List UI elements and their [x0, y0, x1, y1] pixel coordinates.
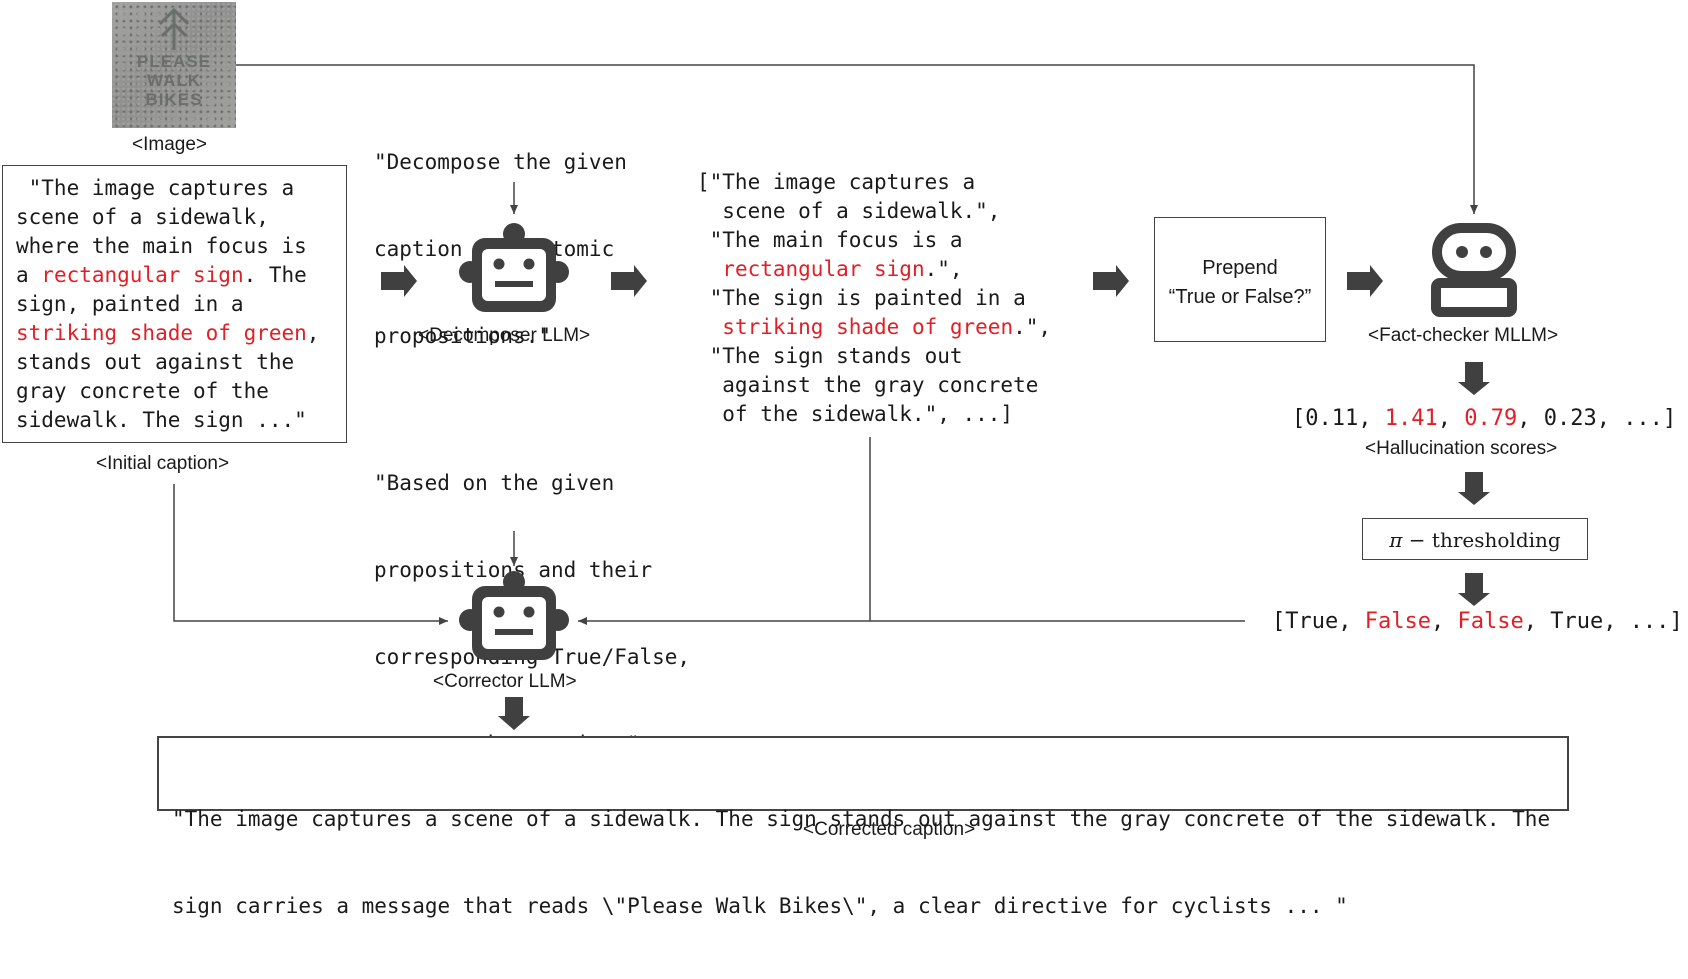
proposition-line: of the sidewalk.", ...] — [697, 400, 1051, 429]
propositions-list: ["The image captures a scene of a sidewa… — [697, 168, 1051, 429]
minus-symbol: − — [1408, 528, 1426, 552]
prepend-question: “True or False?” — [1168, 286, 1312, 308]
pi-symbol: π — [1389, 528, 1403, 552]
initial-caption-segment: stands out against the — [16, 350, 295, 374]
corrector-label: <Corrector LLM> — [433, 671, 577, 692]
initial-caption-box: "The image captures a scene of a sidewalk… — [2, 165, 347, 443]
initial-caption-line: "The image captures a — [16, 174, 319, 203]
score-value-highlight: 1.41 — [1384, 406, 1438, 431]
proposition-segment: "The sign is painted in a — [697, 286, 1026, 310]
corrected-caption-label: <Corrected caption> — [803, 819, 976, 840]
initial-caption-segment: sidewalk. The sign ..." — [16, 408, 307, 432]
initial-caption-segment: where the main focus is — [16, 234, 307, 258]
initial-caption-line: a rectangular sign. The — [16, 261, 319, 290]
block-arrow-down — [1458, 362, 1490, 395]
decomposer-robot-icon — [459, 223, 569, 312]
proposition-segment — [697, 257, 722, 281]
proposition-line: "The sign stands out — [697, 342, 1051, 371]
proposition-segment-highlight: striking shade of green — [722, 315, 1014, 339]
corrected-caption-line: sign carries a message that reads \"Plea… — [172, 894, 1348, 918]
connector-lines — [173, 64, 1490, 730]
block-arrow-down — [1458, 573, 1490, 606]
prepend-text: Prepend — [1202, 257, 1278, 279]
image-to-factchecker-line — [236, 64, 1478, 214]
block-arrow-right — [1093, 265, 1129, 297]
initial-caption-segment-highlight: striking shade of green — [16, 321, 307, 345]
proposition-line: striking shade of green.", — [697, 313, 1051, 342]
thresholding-box: π − thresholding — [1362, 518, 1588, 560]
proposition-line: scene of a sidewalk.", — [697, 197, 1051, 226]
initial-caption-label: <Initial caption> — [96, 453, 230, 474]
initial-caption-segment: scene of a sidewalk, — [16, 205, 269, 229]
initial-caption-segment: , — [306, 321, 320, 345]
proposition-segment: "The sign stands out — [697, 344, 963, 368]
truth-value: True — [1285, 609, 1339, 634]
initial-caption-segment: "The image captures a — [16, 176, 295, 200]
proposition-line: rectangular sign.", — [697, 255, 1051, 284]
initial-caption-line: scene of a sidewalk, — [16, 203, 319, 232]
proposition-segment — [697, 315, 722, 339]
prepend-box: Prepend “True or False?” — [1154, 217, 1326, 342]
proposition-segment-highlight: rectangular sign — [722, 257, 925, 281]
block-arrow-down — [1458, 472, 1490, 505]
image-label: <Image> — [132, 134, 207, 155]
corrector-robot-icon — [459, 571, 569, 660]
walk-sign-arrow-icon — [158, 7, 190, 50]
proposition-segment: against the gray concrete — [697, 373, 1039, 397]
corrected-caption-line: "The image captures a scene of a sidewal… — [172, 807, 1551, 831]
initial-caption-line: sidewalk. The sign ..." — [16, 406, 319, 435]
initial-caption-segment: . The — [243, 263, 307, 287]
truth-value-ellipsis: ... — [1629, 609, 1670, 634]
proposition-segment: scene of a sidewalk.", — [697, 199, 1001, 223]
hallucination-scores-list: [0.11, 1.41, 0.79, 0.23, ...] — [1292, 406, 1677, 431]
block-arrow-down — [498, 697, 530, 730]
fact-checker-label: <Fact-checker MLLM> — [1368, 325, 1559, 346]
block-arrow-right — [611, 265, 647, 297]
truth-value-highlight: False — [1364, 609, 1431, 634]
initial-caption-line: gray concrete of the — [16, 377, 319, 406]
hallucination-scores-label: <Hallucination scores> — [1365, 438, 1558, 459]
photo-text: PLEASE WALK BIKES — [136, 52, 212, 109]
truth-values-list: [True, False, False, True, ...] — [1272, 609, 1683, 634]
proposition-line: against the gray concrete — [697, 371, 1051, 400]
fact-checker-robot-icon — [1431, 223, 1517, 317]
proposition-line: "The sign is painted in a — [697, 284, 1051, 313]
score-value: 0.11 — [1305, 406, 1359, 431]
proposition-segment: .", — [924, 257, 963, 281]
proposition-segment: .", — [1013, 315, 1052, 339]
initial-caption-line: where the main focus is — [16, 232, 319, 261]
initial-caption-segment: sign, painted in a — [16, 292, 244, 316]
initial-caption-line: striking shade of green, — [16, 319, 319, 348]
initial-caption-line: stands out against the — [16, 348, 319, 377]
proposition-segment: ["The image captures a — [697, 170, 976, 194]
block-arrow-right — [381, 265, 417, 297]
proposition-segment: "The main focus is a — [697, 228, 963, 252]
score-value-highlight: 0.79 — [1464, 406, 1518, 431]
truth-value: True — [1550, 609, 1604, 634]
initial-caption-segment: gray concrete of the — [16, 379, 269, 403]
caption-to-corrector-line — [173, 484, 448, 625]
corrected-caption-box: "The image captures a scene of a sidewal… — [157, 736, 1569, 918]
proposition-line: ["The image captures a — [697, 168, 1051, 197]
initial-caption-segment: a — [16, 263, 42, 287]
thresholding-label: thresholding — [1431, 528, 1561, 552]
score-value: 0.23 — [1543, 406, 1597, 431]
initial-caption-text: "The image captures a scene of a sidewalk… — [16, 174, 319, 435]
initial-caption-segment-highlight: rectangular sign — [41, 263, 244, 287]
decomposer-label: <Decomposer LLM> — [418, 325, 591, 346]
proposition-segment: of the sidewalk.", ...] — [697, 402, 1014, 426]
score-value-ellipsis: ... — [1623, 406, 1663, 431]
input-photo: PLEASE WALK BIKES — [112, 2, 236, 128]
proposition-line: "The main focus is a — [697, 226, 1051, 255]
block-arrow-right — [1347, 265, 1383, 297]
initial-caption-line: sign, painted in a — [16, 290, 319, 319]
truth-value-highlight: False — [1457, 609, 1524, 634]
